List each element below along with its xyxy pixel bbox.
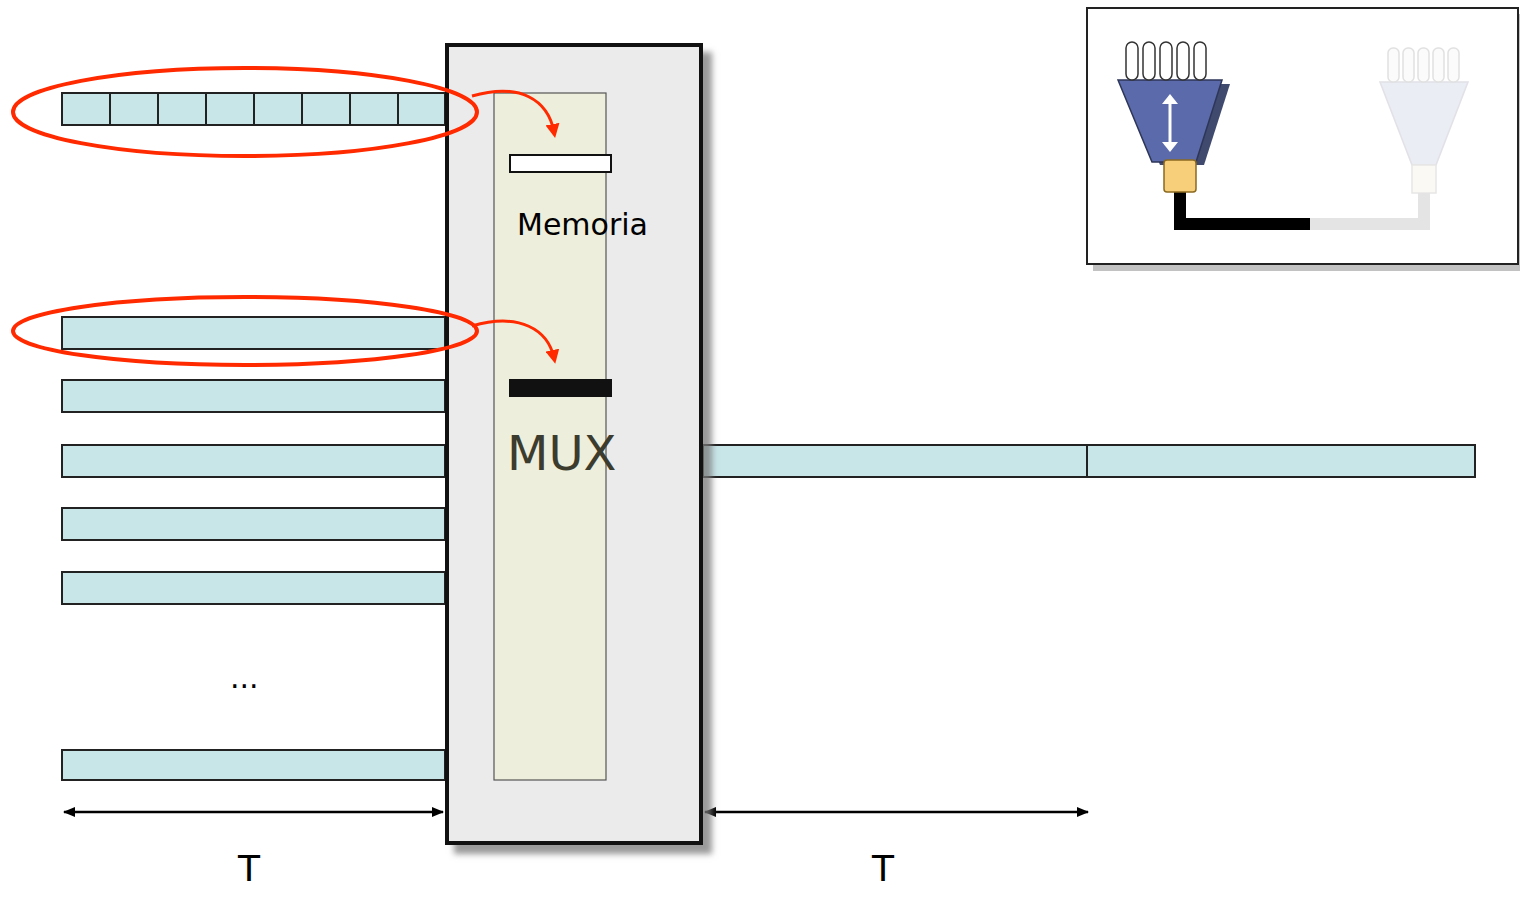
highlight-ellipse bbox=[13, 297, 477, 365]
store-arrow bbox=[472, 321, 554, 358]
ellipsis: ... bbox=[230, 660, 259, 695]
highlight-ellipse bbox=[13, 68, 477, 156]
mux-unit: MemoriaMUX bbox=[445, 43, 703, 845]
segmented-input bbox=[62, 93, 445, 125]
period-label: T bbox=[238, 848, 260, 889]
dimension-arrow bbox=[705, 811, 1088, 814]
input-channels bbox=[62, 317, 445, 780]
period-label: T bbox=[872, 848, 894, 889]
store-arrow bbox=[472, 91, 554, 132]
connector-inset bbox=[1087, 8, 1520, 271]
mux-label: MUX bbox=[507, 425, 616, 481]
dimension-arrow bbox=[64, 811, 443, 814]
output-frames bbox=[703, 445, 1475, 477]
memory-label: Memoria bbox=[517, 207, 648, 242]
